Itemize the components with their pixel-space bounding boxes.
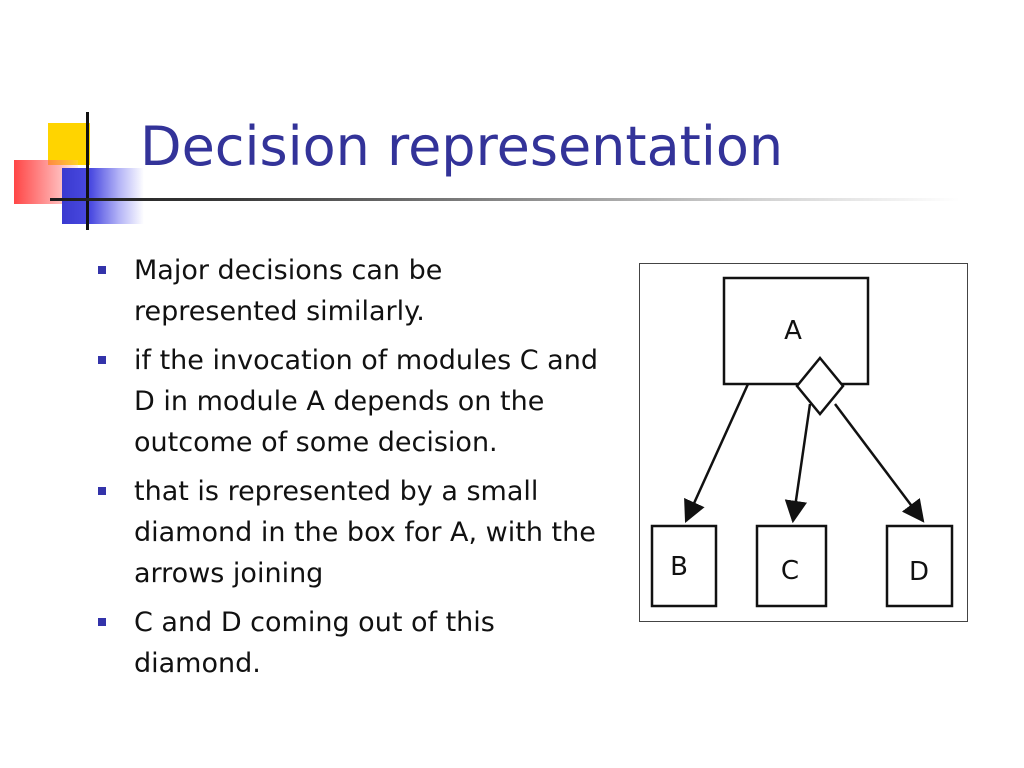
bullet-item: Major decisions can be represented simil… — [96, 250, 606, 332]
module-b-box — [650, 524, 718, 608]
slide-title: Decision representation — [140, 115, 784, 178]
bullet-item: if the invocation of modules C and D in … — [96, 340, 606, 463]
structure-chart-figure: A B C D — [639, 263, 968, 622]
ornament-blue-square — [62, 168, 144, 224]
ornament-vertical-line — [86, 112, 89, 230]
bullet-text: if the invocation of modules C and D in … — [134, 345, 598, 458]
module-a-label: A — [784, 316, 802, 346]
module-b-label: B — [670, 552, 688, 582]
bullet-list: Major decisions can be represented simil… — [96, 250, 606, 692]
module-c-box — [755, 524, 828, 608]
bullet-item: that is represented by a small diamond i… — [96, 471, 606, 594]
module-d-label: D — [909, 557, 929, 587]
module-c-label: C — [781, 556, 799, 586]
arrow-a-to-b — [684, 383, 750, 524]
bullet-text: that is represented by a small diamond i… — [134, 476, 596, 589]
arrow-diamond-to-c — [784, 403, 812, 524]
bullet-text: C and D coming out of this diamond. — [134, 607, 495, 679]
ornament-yellow-square — [48, 123, 90, 165]
corner-ornament — [0, 0, 180, 240]
module-d-box — [885, 524, 954, 608]
bullet-square-icon — [98, 618, 106, 626]
bullet-square-icon — [98, 266, 106, 274]
arrow-diamond-to-d — [834, 403, 925, 523]
decision-diamond — [795, 356, 845, 416]
module-a-box — [722, 276, 870, 386]
bullet-item: C and D coming out of this diamond. — [96, 602, 606, 684]
structure-chart-diagram: A B C D — [650, 276, 954, 608]
bullet-text: Major decisions can be represented simil… — [134, 255, 443, 327]
title-underline — [50, 198, 960, 201]
bullet-square-icon — [98, 356, 106, 364]
bullet-square-icon — [98, 487, 106, 495]
